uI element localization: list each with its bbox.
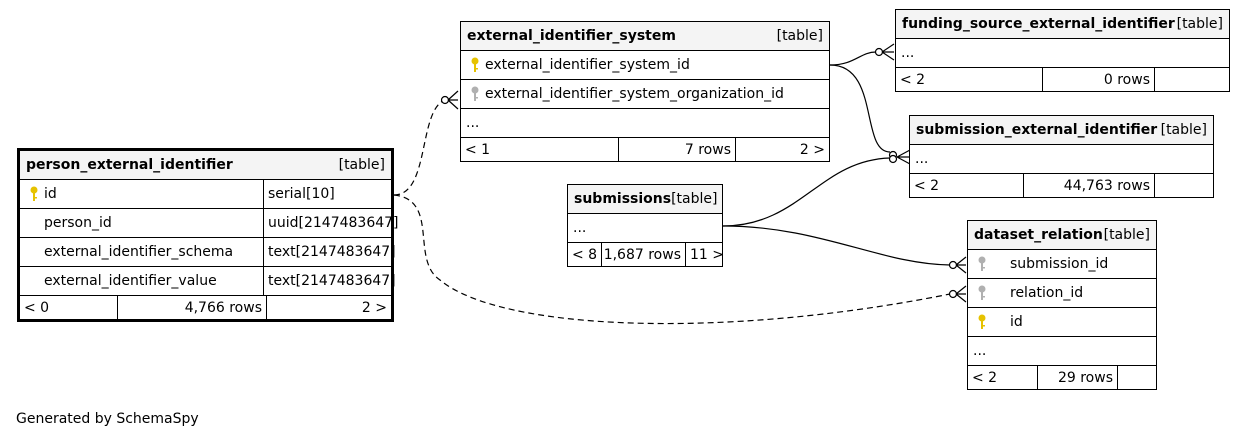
children-count [1154, 174, 1213, 197]
column-row: external_identifier_schema text[21474836… [20, 238, 396, 267]
table-name[interactable]: person_external_identifier [26, 157, 233, 173]
table-footer: < 2 44,763 rows [910, 174, 1213, 197]
table-submission-external-identifier[interactable]: submission_external_identifier [table] .… [909, 115, 1214, 198]
connector-crowfoot [955, 285, 967, 303]
connector-ext-system-to-funding [829, 51, 877, 66]
table-name[interactable]: submissions [574, 191, 672, 207]
table-header: funding_source_external_identifier [tabl… [896, 10, 1229, 39]
table-footer: < 0 4,766 rows 2 > [20, 296, 391, 319]
table-funding-source-external-identifier[interactable]: funding_source_external_identifier [tabl… [895, 9, 1230, 92]
table-type-tag: [table] [671, 191, 718, 207]
column-name: id [1010, 314, 1023, 330]
table-header: external_identifier_system [table] [461, 22, 829, 51]
parents-count: < 2 [900, 71, 926, 88]
table-external-identifier-system[interactable]: external_identifier_system [table] exter… [460, 21, 830, 162]
table-footer: < 8 1,687 rows 11 > [568, 243, 724, 266]
more-columns: ... [568, 214, 722, 243]
parents-count: < 2 [914, 177, 940, 194]
column-row: relation_id [968, 279, 1156, 308]
connector-end-circle [874, 47, 884, 57]
table-type-tag: [table] [1160, 122, 1207, 138]
column-type: text[2147483647] [263, 267, 396, 295]
column-name: external_identifier_value [44, 273, 217, 289]
column-type: uuid[2147483647] [263, 209, 399, 237]
table-dataset-relation[interactable]: dataset_relation [table] submission_id r… [967, 220, 1157, 390]
column-name: submission_id [1010, 256, 1109, 272]
foreign-key-icon [465, 86, 485, 102]
column-row: submission_id [968, 250, 1156, 279]
primary-key-icon [24, 186, 44, 202]
row-count: 4,766 rows [117, 296, 266, 319]
table-type-tag: [table] [338, 157, 385, 173]
more-columns: ... [910, 145, 1213, 174]
table-header: dataset_relation [table] [968, 221, 1156, 250]
column-row: id serial[10] [20, 180, 391, 209]
table-header: submission_external_identifier [table] [910, 116, 1213, 145]
column-row: id [968, 308, 1156, 337]
column-row: external_identifier_system_organization_… [461, 80, 829, 109]
column-row: person_id uuid[2147483647] [20, 209, 399, 238]
connector-person-to-dataset-relation [393, 194, 951, 325]
table-type-tag: [table] [776, 28, 823, 44]
row-count: 44,763 rows [1023, 174, 1154, 197]
connector-crowfoot [881, 43, 895, 61]
column-type: text[2147483647] [263, 238, 396, 266]
table-name[interactable]: external_identifier_system [467, 28, 676, 44]
children-count: 2 > [266, 296, 391, 319]
row-count: 1,687 rows [601, 243, 685, 266]
primary-key-icon [465, 57, 485, 73]
foreign-key-icon [972, 256, 992, 272]
column-type: serial[10] [263, 180, 391, 208]
row-count: 0 rows [1042, 68, 1154, 91]
connector-submissions-to-dataset-relation [722, 225, 951, 266]
column-name: relation_id [1010, 285, 1084, 301]
primary-key-icon [972, 314, 992, 330]
table-name[interactable]: submission_external_identifier [916, 122, 1158, 138]
parents-count: < 2 [972, 369, 998, 386]
connector-end-circle [948, 260, 958, 270]
parents-count: < 0 [24, 299, 50, 316]
more-columns: ... [896, 39, 1229, 68]
table-header: submissions [table] [568, 185, 722, 214]
column-row: external_identifier_system_id [461, 51, 829, 80]
table-type-tag: [table] [1176, 16, 1223, 32]
parents-count: < 1 [465, 141, 491, 158]
connector-ext-system-to-submission-ext [829, 64, 891, 153]
generated-by-credit: Generated by SchemaSpy [16, 411, 199, 427]
column-name: external_identifier_schema [44, 244, 234, 260]
parents-count: < 8 [572, 246, 598, 263]
connector-crowfoot [447, 90, 459, 110]
column-name: external_identifier_system_id [485, 57, 690, 73]
children-count: 2 > [735, 138, 829, 161]
row-count: 29 rows [1037, 366, 1117, 389]
connector-crowfoot [896, 149, 911, 165]
table-footer: < 1 7 rows 2 > [461, 138, 829, 161]
more-columns: ... [968, 337, 1156, 366]
connector-submissions-to-submission-ext [722, 157, 891, 227]
children-count: 11 > [685, 243, 728, 266]
table-footer: < 2 0 rows [896, 68, 1229, 91]
foreign-key-icon [972, 285, 992, 301]
connector-crowfoot [955, 256, 967, 274]
column-name: external_identifier_system_organization_… [485, 86, 784, 102]
column-name: id [44, 186, 57, 202]
column-row: external_identifier_value text[214748364… [20, 267, 396, 296]
table-header: person_external_identifier [table] [20, 151, 391, 180]
table-type-tag: [table] [1103, 227, 1150, 243]
more-columns: ... [461, 109, 829, 138]
connector-end-circle [888, 154, 898, 164]
connector-end-circle [440, 95, 450, 105]
table-footer: < 2 29 rows [968, 366, 1156, 389]
table-name[interactable]: dataset_relation [974, 227, 1103, 243]
table-name[interactable]: funding_source_external_identifier [902, 16, 1175, 32]
table-submissions[interactable]: submissions [table] ... < 8 1,687 rows 1… [567, 184, 724, 267]
table-person-external-identifier[interactable]: person_external_identifier [table] id se… [17, 148, 399, 322]
row-count: 7 rows [618, 138, 735, 161]
connector-person-to-ext-system [393, 99, 446, 196]
connector-end-circle [948, 289, 958, 299]
children-count [1117, 366, 1156, 389]
children-count [1154, 68, 1229, 91]
column-name: person_id [44, 215, 112, 231]
